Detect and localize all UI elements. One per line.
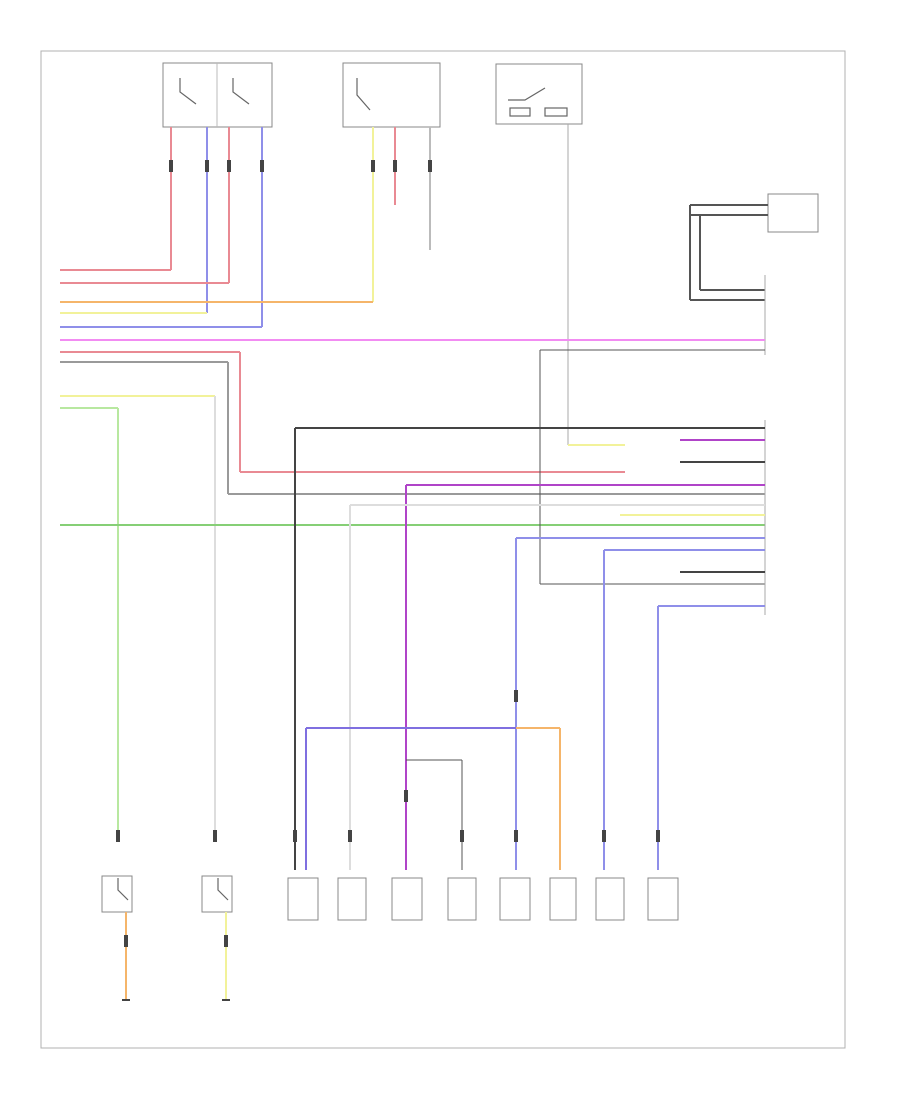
- sensor-icon: [499, 877, 531, 921]
- relay-box: [495, 63, 583, 125]
- connector-icon: [116, 160, 660, 947]
- top-switch-mid: [342, 62, 441, 128]
- top-relay: [495, 63, 583, 125]
- sensor-icon: [447, 877, 477, 921]
- switch-icon: [356, 78, 371, 111]
- sensor-icon: [595, 877, 625, 921]
- top-switch-left-pair: [162, 62, 273, 128]
- diagram-border: [40, 50, 846, 1049]
- switch-box-bottom-1: [101, 875, 133, 913]
- switch-box-mid: [342, 62, 441, 128]
- top-right-connector: [689, 193, 819, 355]
- bottom-left-switches: [101, 875, 233, 1001]
- top-drop-wires: [60, 124, 569, 445]
- switch-icon: [117, 878, 229, 901]
- sensor-icon: [647, 877, 679, 921]
- switch-icon: [179, 78, 250, 105]
- right-connector-block: [294, 349, 766, 870]
- bottom-components: [287, 877, 679, 921]
- lower-cross-wires: [305, 727, 561, 870]
- relay-icon: [508, 87, 568, 117]
- sensor-icon: [549, 877, 577, 921]
- sensor-icon: [287, 877, 319, 921]
- sensor-icon: [337, 877, 367, 921]
- sensor-icon: [391, 877, 423, 921]
- left-bus-wires: [60, 301, 765, 830]
- switch-box-bottom-2: [201, 875, 233, 913]
